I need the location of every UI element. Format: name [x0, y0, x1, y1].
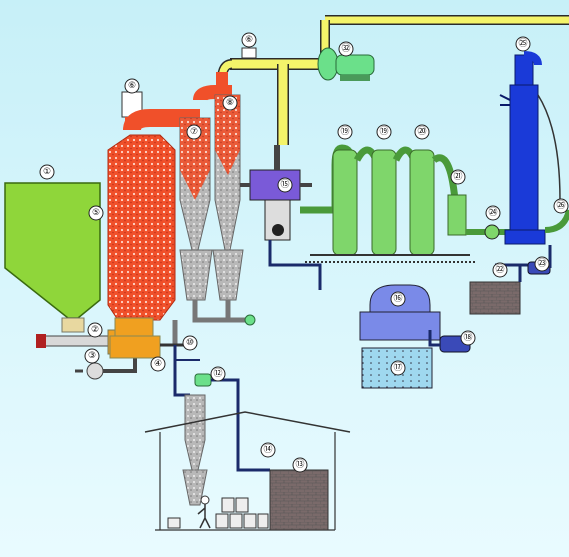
product-cyclone — [182, 394, 208, 506]
label-26: ㉖ — [553, 198, 569, 214]
damper-valve-top — [241, 47, 257, 59]
svg-text:⑱: ⑱ — [463, 332, 472, 343]
svg-text:㉑: ㉑ — [453, 171, 462, 182]
svg-text:⑫: ⑫ — [213, 368, 222, 379]
label-18: ⑱ — [460, 330, 476, 346]
svg-text:⑧: ⑧ — [226, 98, 234, 108]
svg-text:⑳: ⑳ — [417, 126, 426, 137]
svg-text:③: ③ — [88, 351, 96, 361]
dust-collector-13 — [269, 469, 329, 531]
svg-text:⑲: ⑲ — [340, 126, 349, 137]
label-19a: ⑲ — [337, 124, 353, 140]
svg-text:⑥: ⑥ — [128, 81, 136, 91]
svg-text:①: ① — [43, 167, 51, 177]
svg-text:⑩: ⑩ — [186, 338, 194, 348]
svg-text:⑰: ⑰ — [393, 362, 402, 373]
discharge-pipe — [160, 300, 256, 347]
label-8: ⑧ — [222, 95, 238, 111]
label-17: ⑰ — [390, 360, 406, 376]
label-7: ⑦ — [186, 124, 202, 140]
label-20: ⑳ — [414, 124, 430, 140]
label-15: ⑮ — [277, 177, 293, 193]
cyclone-8 — [212, 94, 244, 301]
label-1: ① — [39, 164, 55, 180]
label-32: ㉜ — [338, 41, 354, 57]
svg-text:⑭: ⑭ — [263, 444, 272, 455]
svg-text:⑥: ⑥ — [245, 35, 253, 45]
label-4: ④ — [150, 356, 166, 372]
exhaust-fan-32 — [317, 47, 375, 81]
exhaust-duct — [217, 15, 569, 145]
svg-text:⑬: ⑬ — [295, 459, 304, 470]
svg-text:㉕: ㉕ — [518, 38, 527, 49]
label-16: ⑯ — [390, 291, 406, 307]
label-21: ㉑ — [450, 169, 466, 185]
svg-text:㉒: ㉒ — [495, 264, 504, 275]
absorption-tower-25 — [499, 51, 569, 245]
svg-text:⑲: ⑲ — [379, 126, 388, 137]
svg-text:㉖: ㉖ — [556, 200, 565, 211]
svg-text:㉔: ㉔ — [488, 207, 497, 218]
label-5: ⑤ — [88, 205, 104, 221]
svg-text:④: ④ — [154, 359, 162, 369]
feed-hopper — [4, 182, 101, 333]
svg-text:⑮: ⑮ — [280, 179, 289, 190]
flash-dryer-tower — [107, 91, 176, 359]
svg-text:⑦: ⑦ — [190, 127, 198, 137]
label-13: ⑬ — [292, 457, 308, 473]
label-24: ㉔ — [485, 205, 501, 221]
label-6a: ⑥ — [124, 78, 140, 94]
label-22: ㉒ — [492, 262, 508, 278]
label-25: ㉕ — [515, 36, 531, 52]
svg-text:②: ② — [91, 325, 99, 335]
product-bags — [167, 495, 269, 529]
label-6b: ⑥ — [241, 32, 257, 48]
label-2: ② — [87, 322, 103, 338]
cyclone-7 — [179, 117, 213, 301]
svg-text:㉓: ㉓ — [537, 258, 546, 269]
svg-text:㉜: ㉜ — [341, 43, 350, 54]
svg-text:⑤: ⑤ — [92, 208, 100, 218]
label-3: ③ — [84, 348, 100, 364]
label-14: ⑭ — [260, 442, 276, 458]
label-10: ⑩ — [182, 335, 198, 351]
label-23: ㉓ — [534, 256, 550, 272]
svg-text:⑯: ⑯ — [393, 293, 402, 304]
packing-house — [144, 411, 351, 531]
scrubber-towers — [300, 144, 510, 263]
label-19b: ⑲ — [376, 124, 392, 140]
label-12: ⑫ — [210, 366, 226, 382]
